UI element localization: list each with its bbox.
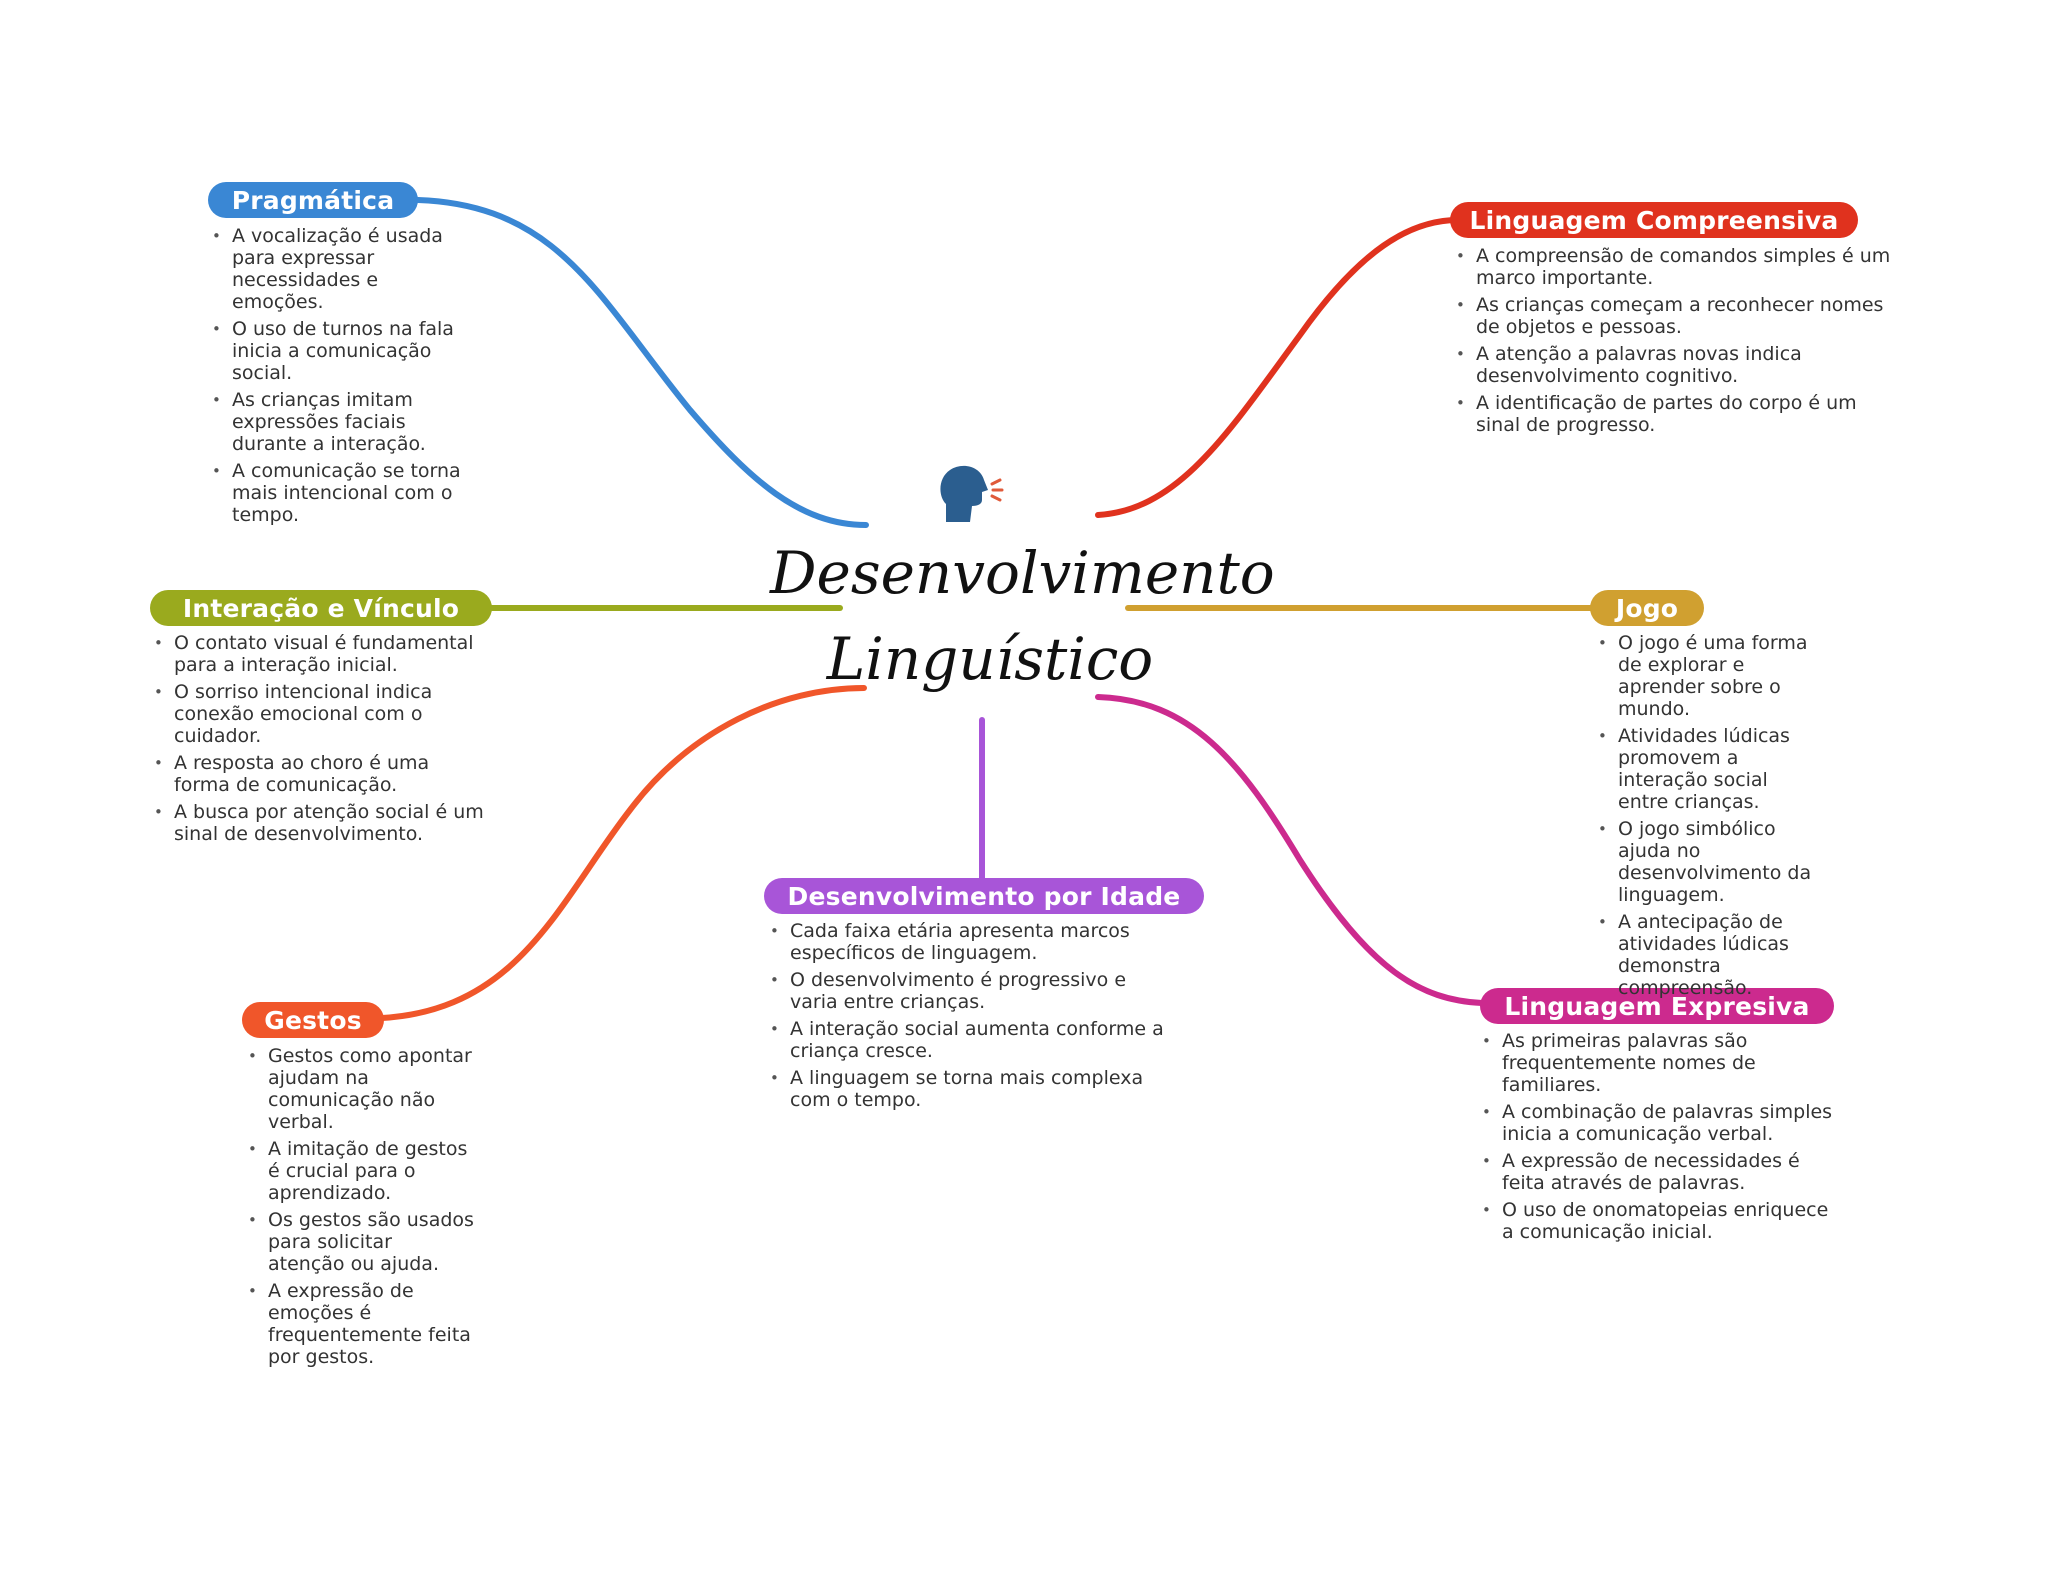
branch-interacao-vinculo-notes: O contato visual é fundamental para a in… xyxy=(150,632,490,850)
list-item: A compreensão de comandos simples é um m… xyxy=(1452,245,1892,289)
list-item: A expressão de necessidades é feita atra… xyxy=(1478,1150,1838,1194)
list-item: O uso de onomatopeias enriquece a comuni… xyxy=(1478,1199,1838,1243)
list-item: A vocalização é usada para expressar nec… xyxy=(208,225,470,313)
list-item: A linguagem se torna mais complexa com o… xyxy=(766,1067,1166,1111)
speaking-head-icon xyxy=(940,465,1004,522)
branch-jogo-notes: O jogo é uma forma de explorar e aprende… xyxy=(1594,632,1814,1004)
list-item: As primeiras palavras são frequentemente… xyxy=(1478,1030,1838,1096)
branch-gestos-notes: Gestos como apontar ajudam na comunicaçã… xyxy=(244,1045,474,1373)
branch-pragmatica-pill[interactable]: Pragmática xyxy=(208,182,418,218)
branch-interacao-vinculo-pill[interactable]: Interação e Vínculo xyxy=(150,590,492,626)
branch-jogo-pill[interactable]: Jogo xyxy=(1590,590,1704,626)
branch-desenvolvimento-idade-notes: Cada faixa etária apresenta marcos espec… xyxy=(766,920,1166,1116)
list-item: A combinação de palavras simples inicia … xyxy=(1478,1101,1838,1145)
central-title: Desenvolvimento Linguístico xyxy=(770,539,1275,693)
list-item: Os gestos são usados para solicitar aten… xyxy=(244,1209,474,1275)
branch-linguagem-compreensiva-pill[interactable]: Linguagem Compreensiva xyxy=(1450,202,1858,238)
list-item: A identificação de partes do corpo é um … xyxy=(1452,392,1892,436)
branch-linguagem-expressiva-notes: As primeiras palavras são frequentemente… xyxy=(1478,1030,1838,1248)
list-item: A atenção a palavras novas indica desenv… xyxy=(1452,343,1892,387)
list-item: O jogo simbólico ajuda no desenvolviment… xyxy=(1594,818,1814,906)
list-item: A expressão de emoções é frequentemente … xyxy=(244,1280,474,1368)
list-item: O desenvolvimento é progressivo e varia … xyxy=(766,969,1166,1013)
list-item: Atividades lúdicas promovem a interação … xyxy=(1594,725,1814,813)
list-item: A resposta ao choro é uma forma de comun… xyxy=(150,752,490,796)
list-item: A interação social aumenta conforme a cr… xyxy=(766,1018,1166,1062)
list-item: O contato visual é fundamental para a in… xyxy=(150,632,490,676)
list-item: A antecipação de atividades lúdicas demo… xyxy=(1594,911,1814,999)
branch-pragmatica-notes: A vocalização é usada para expressar nec… xyxy=(208,225,470,531)
list-item: Gestos como apontar ajudam na comunicaçã… xyxy=(244,1045,474,1133)
list-item: O sorriso intencional indica conexão emo… xyxy=(150,681,490,747)
list-item: O uso de turnos na fala inicia a comunic… xyxy=(208,318,470,384)
branch-linguagem-compreensiva-notes: A compreensão de comandos simples é um m… xyxy=(1452,245,1892,441)
branch-desenvolvimento-idade-pill[interactable]: Desenvolvimento por Idade xyxy=(764,878,1204,914)
list-item: As crianças começam a reconhecer nomes d… xyxy=(1452,294,1892,338)
connector-linguagem-expressiva xyxy=(1095,694,1485,1006)
list-item: Cada faixa etária apresenta marcos espec… xyxy=(766,920,1166,964)
connector-linguagem-compreensiva xyxy=(1095,217,1461,518)
list-item: As crianças imitam expressões faciais du… xyxy=(208,389,470,455)
list-item: A comunicação se torna mais intencional … xyxy=(208,460,470,526)
branch-gestos-pill[interactable]: Gestos xyxy=(242,1002,384,1038)
list-item: O jogo é uma forma de explorar e aprende… xyxy=(1594,632,1814,720)
list-item: A imitação de gestos é crucial para o ap… xyxy=(244,1138,474,1204)
connector-gestos xyxy=(379,685,867,1021)
connector-pragmatica xyxy=(415,197,869,528)
list-item: A busca por atenção social é um sinal de… xyxy=(150,801,490,845)
